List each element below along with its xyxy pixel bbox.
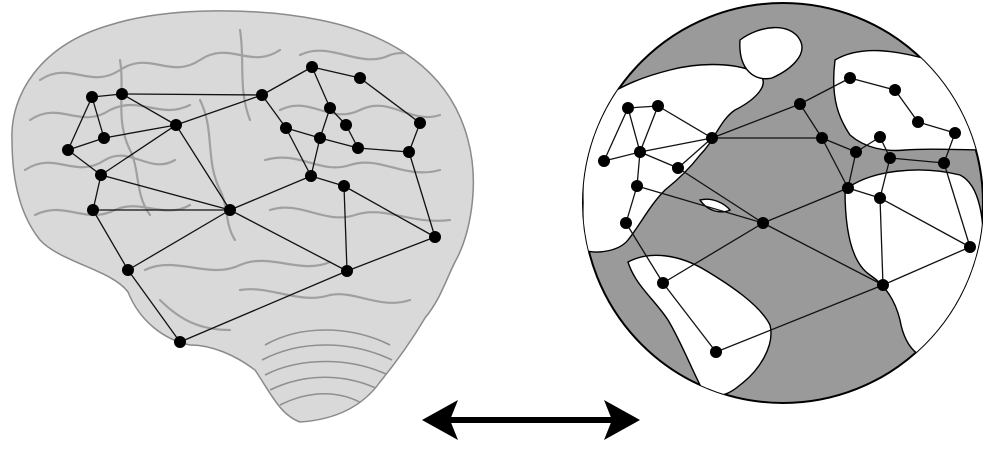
globe-node bbox=[657, 277, 669, 289]
brain-node bbox=[87, 204, 99, 216]
brain-node bbox=[224, 204, 236, 216]
brain-node bbox=[116, 88, 128, 100]
globe-node bbox=[889, 84, 901, 96]
globe-node bbox=[938, 157, 950, 169]
globe-node bbox=[620, 217, 632, 229]
double-headed-arrow bbox=[422, 400, 640, 440]
brain-illustration bbox=[12, 11, 473, 422]
globe-node bbox=[964, 241, 976, 253]
globe-node bbox=[816, 132, 828, 144]
brain-node bbox=[341, 265, 353, 277]
globe-node bbox=[842, 182, 854, 194]
globe-illustration bbox=[583, 3, 983, 403]
brain-node bbox=[340, 119, 352, 131]
globe-node bbox=[877, 279, 889, 291]
globe-node bbox=[844, 72, 856, 84]
brain-node bbox=[86, 91, 98, 103]
globe-node bbox=[757, 217, 769, 229]
globe-node bbox=[874, 192, 886, 204]
brain-node bbox=[122, 264, 134, 276]
landmass-europe bbox=[834, 51, 983, 151]
brain-node bbox=[170, 119, 182, 131]
brain-node bbox=[414, 117, 426, 129]
brain-node bbox=[338, 180, 350, 192]
brain-node bbox=[98, 132, 110, 144]
globe-node bbox=[631, 180, 643, 192]
brain-node bbox=[314, 132, 326, 144]
globe-node bbox=[874, 131, 886, 143]
globe-node bbox=[706, 132, 718, 144]
globe-node bbox=[794, 98, 806, 110]
brain-node bbox=[354, 72, 366, 84]
brain-node bbox=[62, 144, 74, 156]
globe-node bbox=[672, 162, 684, 174]
globe-node bbox=[634, 146, 646, 158]
brain-node bbox=[174, 336, 186, 348]
brain-node bbox=[95, 169, 107, 181]
globe-node bbox=[710, 346, 722, 358]
globe-node bbox=[912, 116, 924, 128]
globe-node bbox=[949, 127, 961, 139]
brain-node bbox=[306, 61, 318, 73]
brain-node bbox=[403, 146, 415, 158]
globe-node bbox=[652, 100, 664, 112]
brain-node bbox=[324, 102, 336, 114]
brain-node bbox=[305, 170, 317, 182]
brain-node bbox=[352, 142, 364, 154]
globe-node bbox=[622, 102, 634, 114]
globe-node bbox=[884, 152, 896, 164]
globe-node bbox=[598, 155, 610, 167]
brain-node bbox=[429, 231, 441, 243]
brain-node bbox=[256, 89, 268, 101]
brain-node bbox=[280, 122, 292, 134]
globe-node bbox=[850, 146, 862, 158]
